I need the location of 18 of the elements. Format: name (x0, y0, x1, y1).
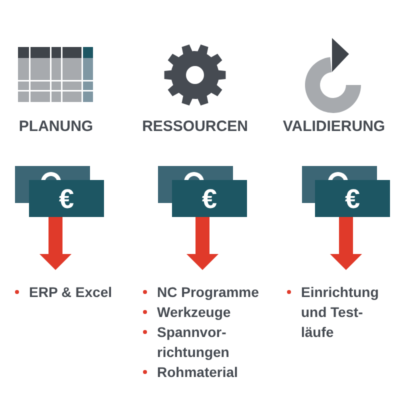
list-item: Rohmaterial (157, 364, 238, 380)
banknote-stack (302, 166, 390, 217)
list-item: NC Programme (157, 284, 259, 300)
down-arrow (40, 217, 72, 270)
down-arrow (186, 217, 218, 270)
column-heading: PLANUNG (18, 118, 94, 135)
column-heading: VALIDIERUNG (282, 118, 386, 135)
euro-sign: € (58, 184, 76, 214)
list-item: Werkzeuge (157, 304, 231, 320)
list-item: Spannvor-richtungen (157, 324, 230, 360)
banknote-stack (15, 166, 104, 217)
euro-sign: € (344, 184, 362, 214)
column-heading: RESSOURCEN (142, 118, 248, 135)
down-arrow (330, 217, 362, 270)
euro-sign: € (200, 184, 218, 214)
list-item: ERP & Excel (29, 284, 112, 300)
list-item: Einrichtung und Test-läufe (301, 284, 379, 340)
banknote-stack (158, 166, 247, 217)
